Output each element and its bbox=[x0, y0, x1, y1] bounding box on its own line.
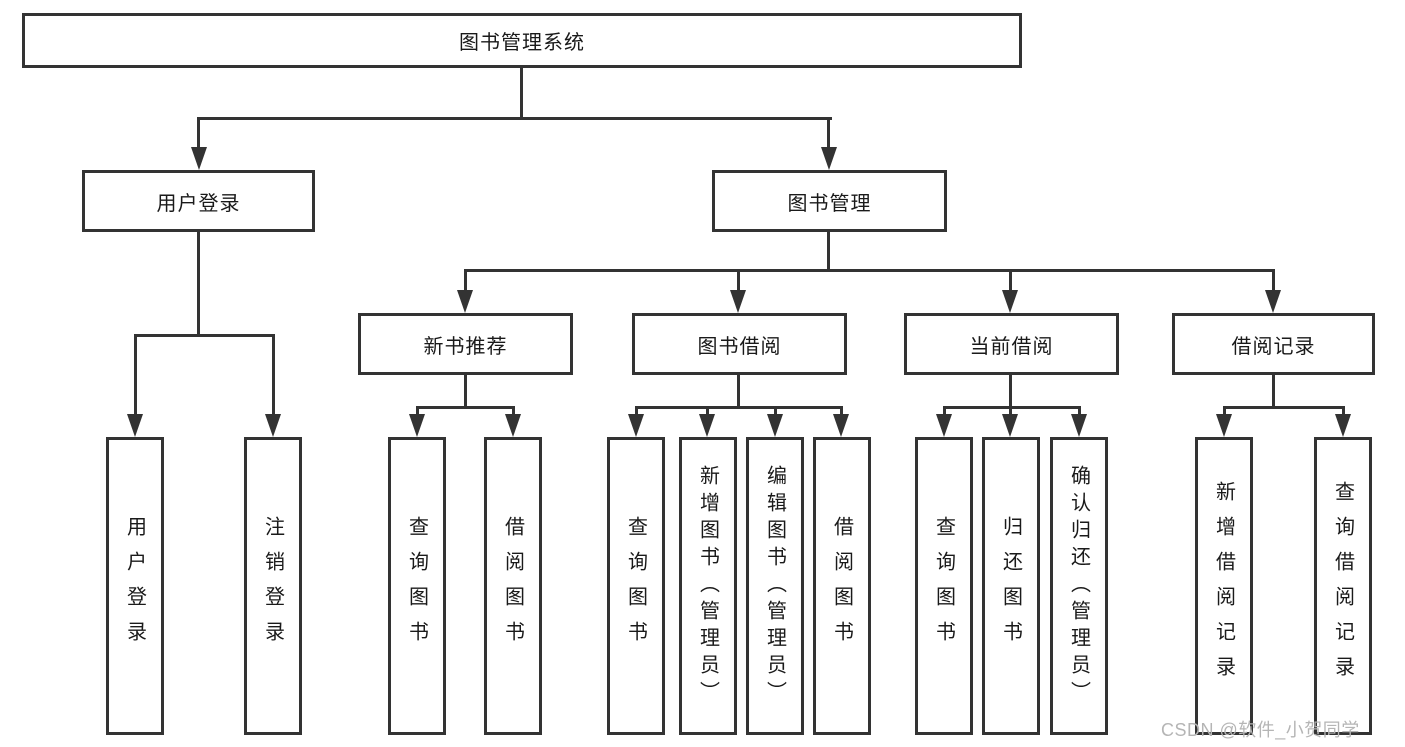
arrow-down bbox=[699, 414, 715, 437]
connector-v bbox=[1272, 269, 1275, 292]
leaf-add-book-admin: 新增图书（管理员） bbox=[679, 437, 737, 735]
connector-v bbox=[1009, 375, 1012, 409]
node-current-borrow: 当前借阅 bbox=[904, 313, 1119, 375]
connector-v bbox=[134, 334, 137, 416]
leaf-edit-book-admin: 编辑图书（管理员） bbox=[746, 437, 804, 735]
connector-v bbox=[464, 375, 467, 409]
connector-v bbox=[197, 232, 200, 337]
connector-h bbox=[1223, 406, 1345, 409]
arrow-down bbox=[265, 414, 281, 437]
connector-v bbox=[464, 269, 467, 292]
leaf-query-books-recommend: 查询图书 bbox=[388, 437, 446, 735]
connector-h bbox=[416, 406, 515, 409]
node-borrow-records: 借阅记录 bbox=[1172, 313, 1375, 375]
connector-h bbox=[635, 406, 843, 409]
leaf-borrow-books-recommend: 借阅图书 bbox=[484, 437, 542, 735]
arrow-down bbox=[191, 147, 207, 170]
connector-h bbox=[197, 117, 832, 120]
node-user-login: 用户登录 bbox=[82, 170, 315, 232]
connector-v bbox=[197, 117, 200, 150]
connector-v bbox=[706, 406, 709, 416]
connector-v bbox=[520, 68, 523, 120]
leaf-add-borrow-record: 新增借阅记录 bbox=[1195, 437, 1253, 735]
connector-h bbox=[464, 269, 1275, 272]
connector-v bbox=[1078, 406, 1081, 416]
connector-v bbox=[1009, 406, 1012, 416]
leaf-user-login: 用户登录 bbox=[106, 437, 164, 735]
arrow-down bbox=[936, 414, 952, 437]
arrow-down bbox=[1216, 414, 1232, 437]
leaf-query-borrow-record: 查询借阅记录 bbox=[1314, 437, 1372, 735]
arrow-down bbox=[730, 290, 746, 313]
connector-v bbox=[1272, 375, 1275, 409]
arrow-down bbox=[1002, 414, 1018, 437]
connector-v bbox=[737, 269, 740, 292]
connector-h bbox=[943, 406, 1081, 409]
connector-v bbox=[737, 375, 740, 409]
leaf-confirm-return-admin: 确认归还（管理员） bbox=[1050, 437, 1108, 735]
connector-v bbox=[1342, 406, 1345, 416]
connector-v bbox=[840, 406, 843, 416]
connector-v bbox=[272, 334, 275, 416]
connector-v bbox=[774, 406, 777, 416]
leaf-return-book: 归还图书 bbox=[982, 437, 1040, 735]
node-library-system: 图书管理系统 bbox=[22, 13, 1022, 68]
arrow-down bbox=[1002, 290, 1018, 313]
arrow-down bbox=[1265, 290, 1281, 313]
connector-v bbox=[1223, 406, 1226, 416]
arrow-down bbox=[409, 414, 425, 437]
connector-v bbox=[512, 406, 515, 416]
connector-v bbox=[943, 406, 946, 416]
node-book-management: 图书管理 bbox=[712, 170, 947, 232]
leaf-logout: 注销登录 bbox=[244, 437, 302, 735]
connector-v bbox=[827, 117, 830, 150]
node-new-book-recommend: 新书推荐 bbox=[358, 313, 573, 375]
leaf-query-books-current: 查询图书 bbox=[915, 437, 973, 735]
connector-v bbox=[635, 406, 638, 416]
csdn-watermark: CSDN @软件_小贺同学 bbox=[1161, 720, 1360, 740]
node-book-borrow: 图书借阅 bbox=[632, 313, 847, 375]
arrow-down bbox=[1335, 414, 1351, 437]
leaf-query-books-borrow: 查询图书 bbox=[607, 437, 665, 735]
arrow-down bbox=[505, 414, 521, 437]
connector-v bbox=[1009, 269, 1012, 292]
arrow-down bbox=[127, 414, 143, 437]
arrow-down bbox=[767, 414, 783, 437]
arrow-down bbox=[1071, 414, 1087, 437]
connector-v bbox=[416, 406, 419, 416]
arrow-down bbox=[821, 147, 837, 170]
connector-v bbox=[827, 232, 830, 272]
connector-h bbox=[134, 334, 275, 337]
arrow-down bbox=[628, 414, 644, 437]
arrow-down bbox=[457, 290, 473, 313]
arrow-down bbox=[833, 414, 849, 437]
leaf-borrow-books-borrow: 借阅图书 bbox=[813, 437, 871, 735]
